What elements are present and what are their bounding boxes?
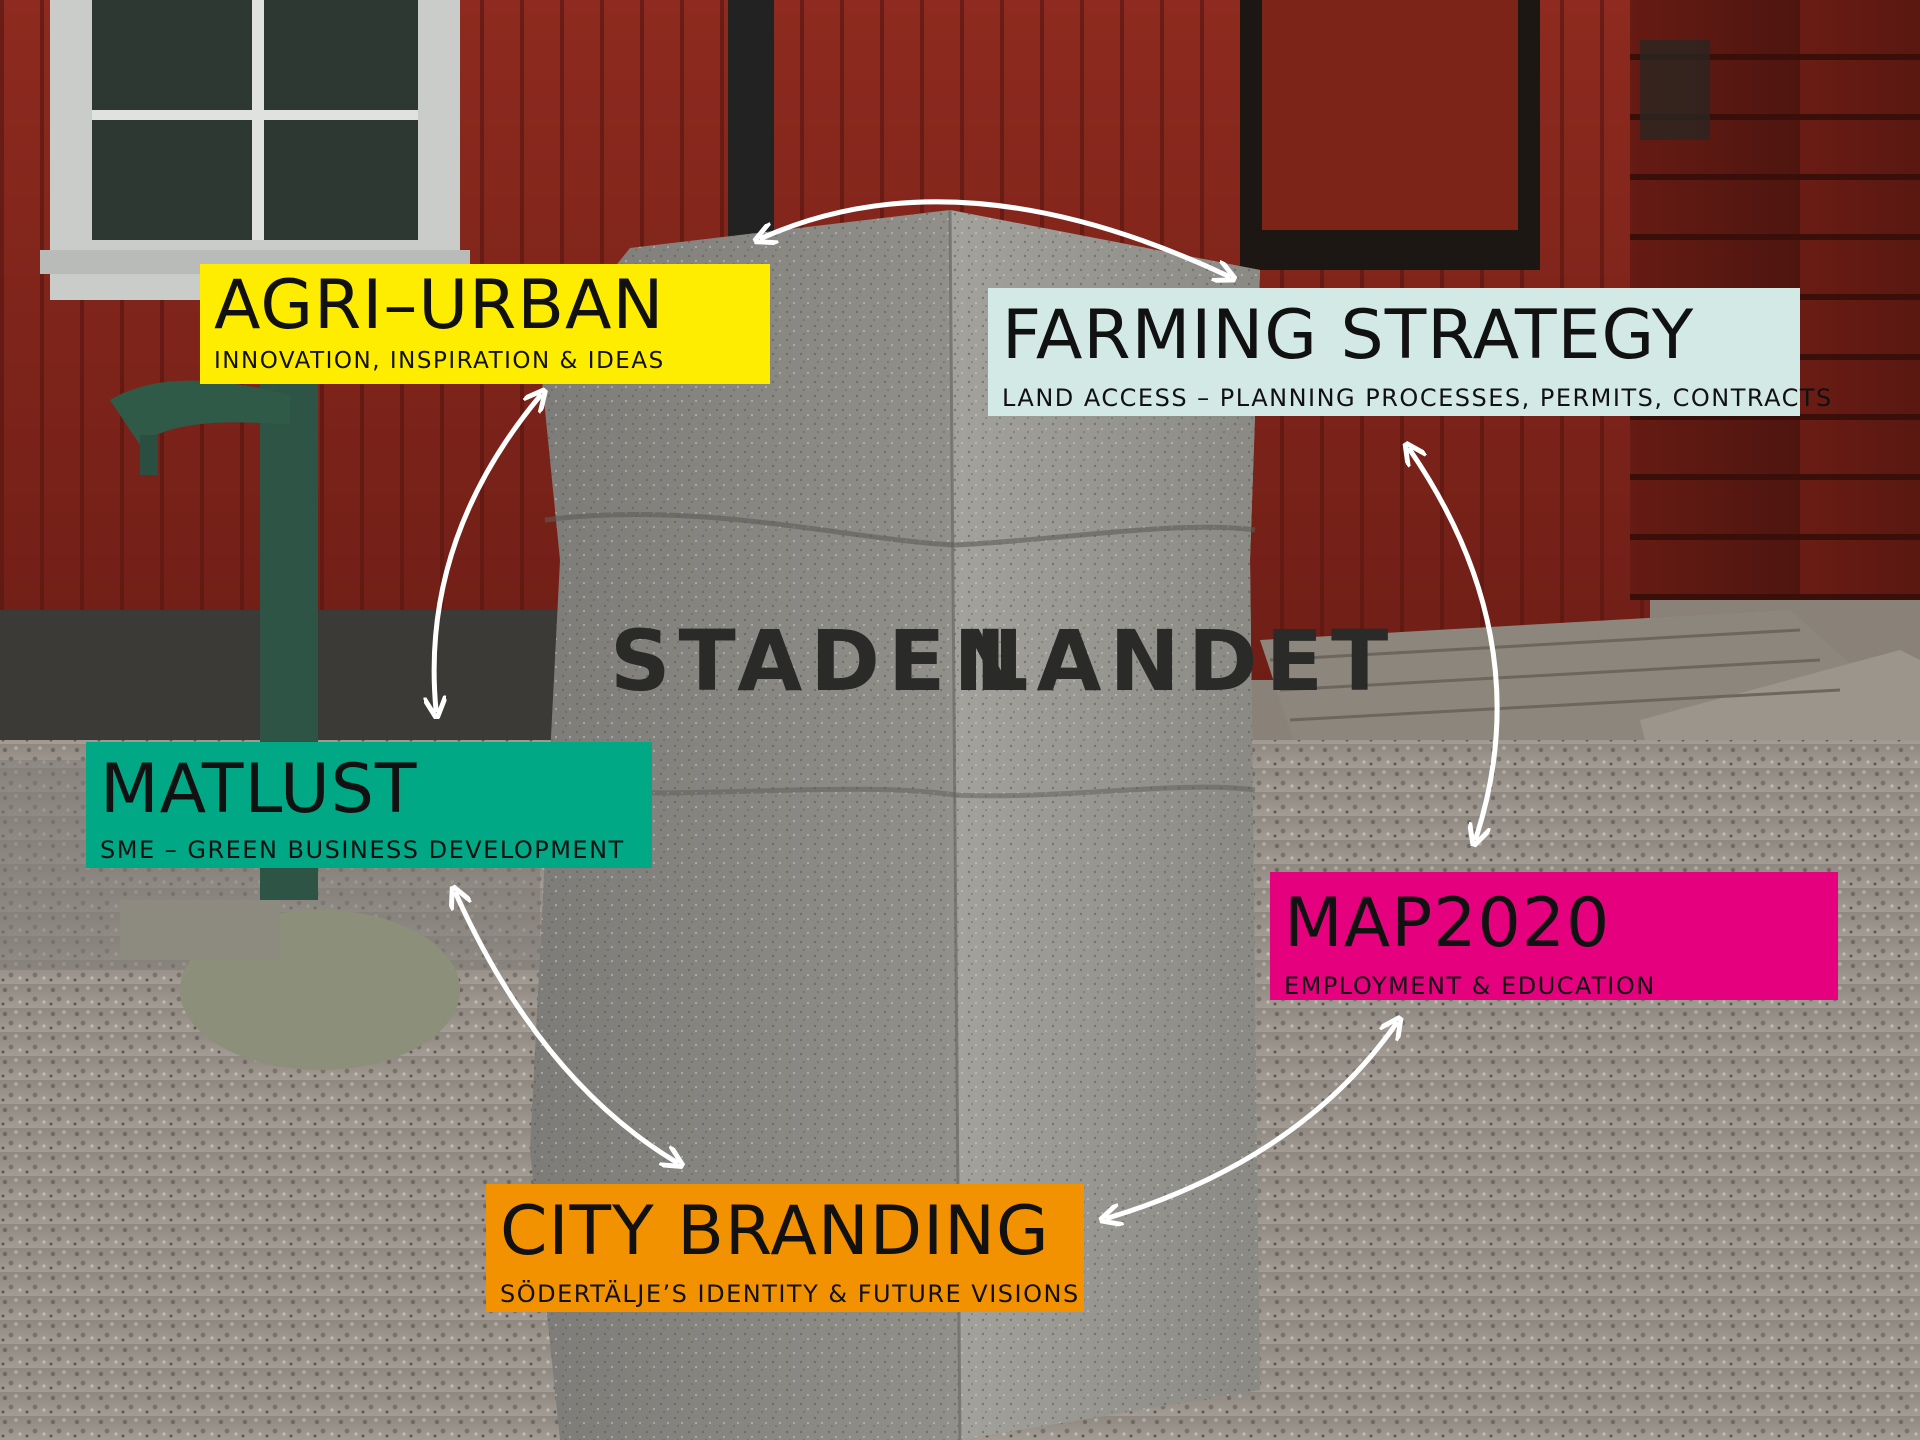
- node-agri-urban-title: AGRI–URBAN: [214, 266, 665, 345]
- arrow-agri-to-farming: [762, 199, 1228, 276]
- node-map2020: MAP2020 EMPLOYMENT & EDUCATION: [1270, 872, 1838, 1000]
- arrow-map2020-to-city: [1108, 1024, 1396, 1218]
- node-map2020-subtitle: EMPLOYMENT & EDUCATION: [1284, 972, 1656, 1000]
- node-map2020-title: MAP2020: [1284, 884, 1611, 963]
- arrow-farming-to-map2020: [1410, 450, 1500, 838]
- node-city-branding-subtitle: SÖDERTÄLJE’S IDENTITY & FUTURE VISIONS: [500, 1280, 1080, 1308]
- arrow-matlust-to-agri: [434, 396, 540, 710]
- arrow-city-to-matlust: [456, 894, 676, 1162]
- node-city-branding-title: CITY BRANDING: [500, 1192, 1050, 1271]
- node-farming-strategy-title: FARMING STRATEGY: [1002, 296, 1695, 375]
- stone-inscription-right: LANDET: [975, 612, 1396, 710]
- node-agri-urban: AGRI–URBAN INNOVATION, INSPIRATION & IDE…: [200, 264, 770, 384]
- node-matlust-subtitle: SME – GREEN BUSINESS DEVELOPMENT: [100, 836, 625, 864]
- stone-inscription-left: STADEN: [610, 612, 1032, 710]
- node-farming-strategy-subtitle: LAND ACCESS – PLANNING PROCESSES, PERMIT…: [1002, 384, 1833, 412]
- node-city-branding: CITY BRANDING SÖDERTÄLJE’S IDENTITY & FU…: [486, 1184, 1084, 1312]
- node-matlust-title: MATLUST: [100, 750, 418, 829]
- node-farming-strategy: FARMING STRATEGY LAND ACCESS – PLANNING …: [988, 288, 1833, 416]
- node-matlust: MATLUST SME – GREEN BUSINESS DEVELOPMENT: [86, 742, 652, 868]
- node-agri-urban-subtitle: INNOVATION, INSPIRATION & IDEAS: [214, 348, 665, 374]
